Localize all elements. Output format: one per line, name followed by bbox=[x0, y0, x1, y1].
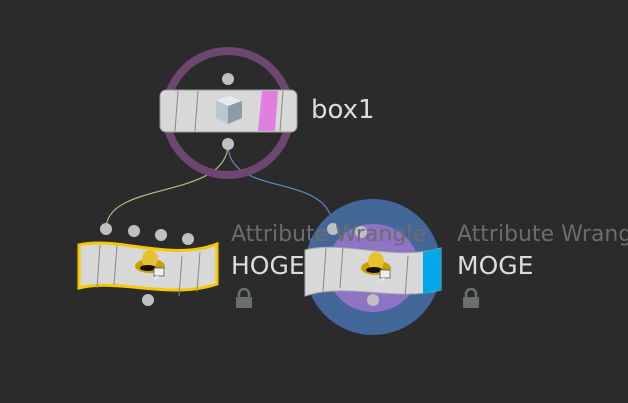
node-name-label[interactable]: box1 bbox=[311, 95, 375, 125]
display-flag[interactable] bbox=[258, 91, 278, 131]
input-connector[interactable] bbox=[182, 233, 194, 245]
input-connector[interactable] bbox=[128, 225, 140, 237]
input-connector[interactable] bbox=[100, 223, 112, 235]
node-hoge[interactable] bbox=[77, 223, 219, 306]
wire-box1-to-hoge[interactable] bbox=[105, 143, 229, 230]
input-connector[interactable] bbox=[327, 223, 339, 235]
input-connector[interactable] bbox=[355, 226, 367, 238]
input-connector[interactable] bbox=[155, 229, 167, 241]
node-type-label: Attribute Wrangle bbox=[231, 222, 426, 247]
output-connector[interactable] bbox=[222, 138, 234, 150]
box-cube-icon bbox=[216, 96, 242, 124]
node-moge[interactable] bbox=[304, 199, 442, 335]
node-type-label: Attribute Wrangle bbox=[457, 222, 628, 247]
display-flag[interactable] bbox=[423, 248, 441, 294]
output-connector[interactable] bbox=[367, 294, 379, 306]
lock-icon[interactable] bbox=[236, 287, 252, 308]
node-name-label[interactable]: HOGE bbox=[231, 251, 305, 280]
wire-box1-to-moge[interactable] bbox=[227, 143, 334, 230]
node-box1[interactable] bbox=[159, 47, 298, 179]
output-connector[interactable] bbox=[142, 294, 154, 306]
input-connector[interactable] bbox=[222, 73, 234, 85]
lock-icon[interactable] bbox=[463, 287, 479, 308]
node-name-label[interactable]: MOGE bbox=[457, 251, 534, 280]
